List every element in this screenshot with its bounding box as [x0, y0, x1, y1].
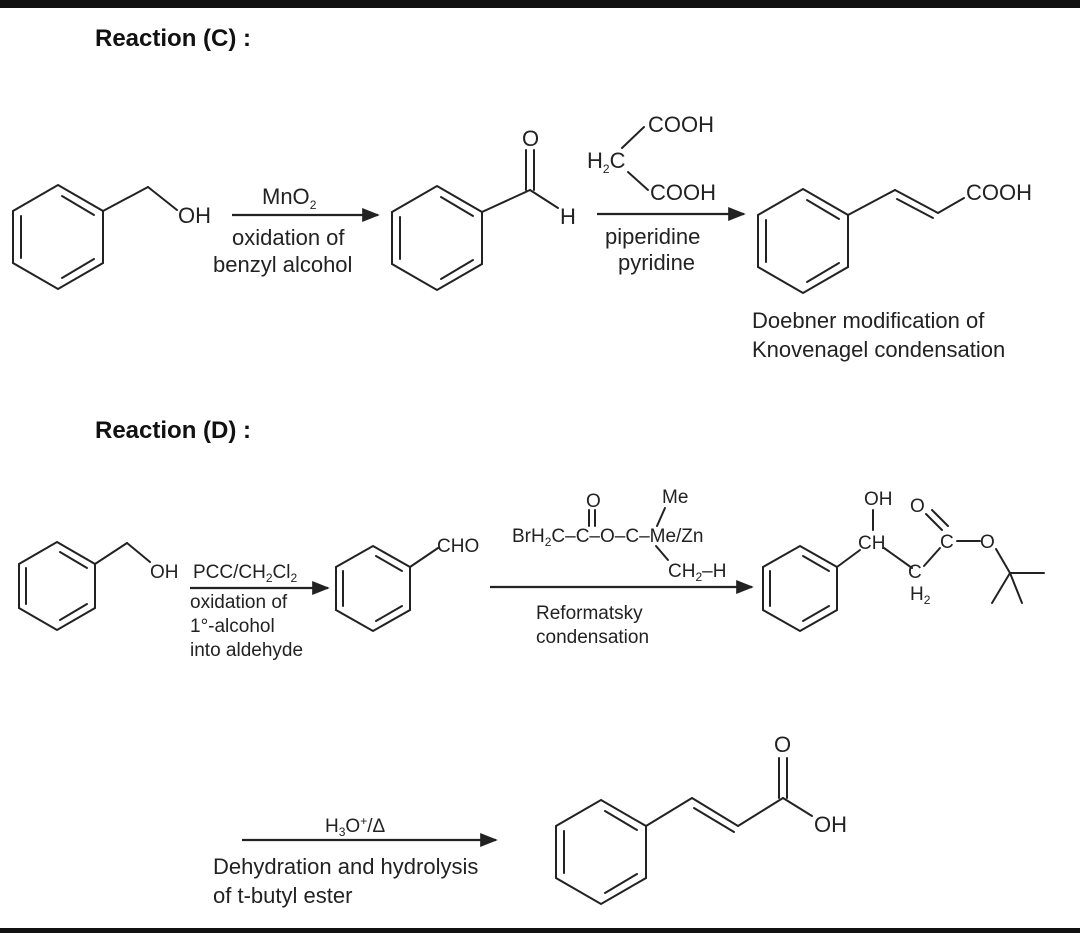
- cinnamic-acid-final: O OH: [555, 732, 847, 906]
- condensation-label: condensation: [536, 627, 649, 648]
- alpha-c-label: C: [908, 562, 922, 583]
- h2c-label: H2C: [587, 148, 626, 176]
- cooh-bottom: COOH: [650, 180, 716, 205]
- oh-label-d: OH: [150, 562, 179, 583]
- cho-label: CHO: [437, 536, 479, 557]
- ester-c-label: C: [940, 532, 954, 553]
- final-desc-2: of t-butyl ester: [213, 883, 352, 908]
- piperidine-label: piperidine: [605, 224, 700, 249]
- benzyl-alcohol-c: OH: [12, 183, 211, 291]
- beta-hydroxy-ester: CH OH C H2 C O O: [762, 489, 1045, 633]
- arrow-step-d2: Reformatsky condensation: [490, 579, 754, 648]
- h3o-reagent: H3O+/Δ: [325, 814, 385, 839]
- doebner-label-2: Knovenagel condensation: [752, 337, 1005, 362]
- h-label: H: [560, 204, 576, 229]
- carbonyl-o-label: O: [586, 491, 601, 512]
- step-c1-desc-1: oxidation of: [232, 225, 345, 250]
- page-sheet: [0, 8, 1080, 928]
- cooh-top: COOH: [648, 112, 714, 137]
- reformatsky-label: Reformatsky: [536, 603, 643, 624]
- ester-o-label: O: [980, 532, 995, 553]
- step-d1-desc-1: oxidation of: [190, 592, 288, 613]
- product-oh-label: OH: [864, 489, 893, 510]
- pcc-reagent: PCC/CH2Cl2: [193, 562, 297, 585]
- step-c1-desc-2: benzyl alcohol: [213, 252, 352, 277]
- doebner-label-1: Doebner modification of: [752, 308, 985, 333]
- final-o-label: O: [774, 732, 791, 757]
- benzaldehyde-c: O H: [391, 126, 576, 292]
- step-d1-desc-3: into aldehyde: [190, 640, 303, 661]
- h2-label: H2: [910, 584, 931, 607]
- pyridine-label: pyridine: [618, 250, 695, 275]
- ch-label: CH: [858, 533, 885, 554]
- me-label: Me: [662, 487, 688, 508]
- reaction-d-heading: Reaction (D) :: [95, 417, 251, 444]
- final-oh-label: OH: [814, 812, 847, 837]
- oh-label: OH: [178, 203, 211, 228]
- arrow-final-step: H3O+/Δ Dehydration and hydrolysis of t-b…: [213, 814, 498, 908]
- product-cooh-label: COOH: [966, 180, 1032, 205]
- ch2h-label: CH2–H: [668, 561, 726, 584]
- reformatsky-reagent: O Me BrH2C–C–O–C–Me/Zn CH2–H: [512, 487, 726, 584]
- arrow-step-c2: piperidine pyridine: [597, 206, 746, 275]
- arrow-step-c1: MnO2 oxidation of benzyl alcohol: [213, 184, 380, 277]
- benzyl-alcohol-d: OH: [18, 540, 179, 632]
- reaction-c-heading: Reaction (C) :: [95, 25, 251, 52]
- o-label: O: [522, 126, 539, 151]
- cinnamic-acid-c: COOH: [757, 180, 1032, 295]
- benzaldehyde-d: CHO: [335, 536, 479, 633]
- ester-o-top-label: O: [910, 496, 925, 517]
- arrow-step-d1: PCC/CH2Cl2 oxidation of 1°-alcohol into …: [190, 562, 330, 661]
- step-d1-desc-2: 1°-alcohol: [190, 616, 275, 637]
- mno2-reagent: MnO2: [262, 184, 317, 212]
- final-desc-1: Dehydration and hydrolysis: [213, 854, 478, 879]
- reformatsky-chain: BrH2C–C–O–C–Me/Zn: [512, 526, 703, 549]
- malonic-acid-reagent: COOH H2C COOH: [587, 112, 716, 205]
